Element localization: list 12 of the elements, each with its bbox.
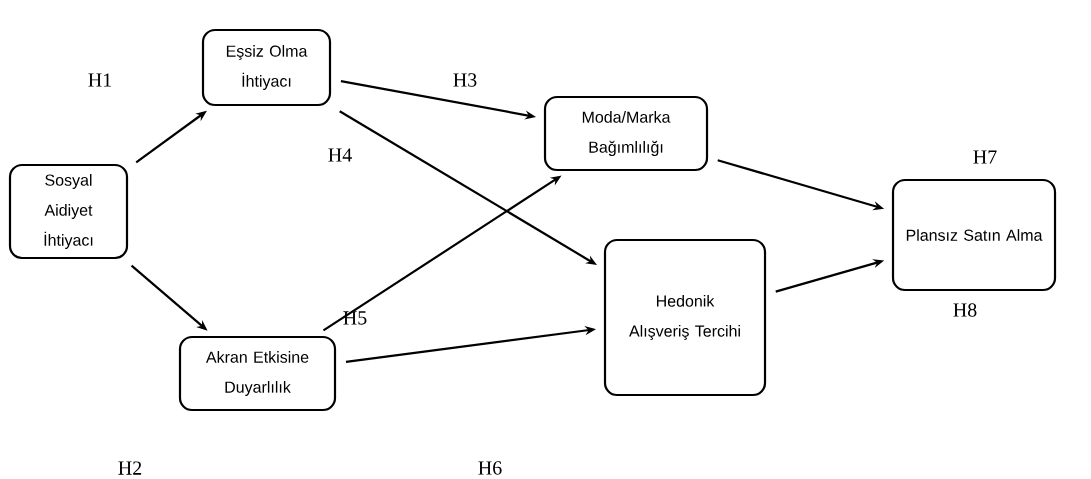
process-box: Hedonik Alışveriş Tercihi [603, 238, 767, 397]
hypothesis-label: H6 [478, 461, 502, 475]
process-box: Akran Etkisine Duyarlılık [178, 335, 337, 412]
process-box: Eşsiz Olma İhtiyacı [201, 28, 332, 107]
process-box: Plansız Satın Alma [891, 178, 1057, 292]
process-box: Sosyal Aidiyet İhtiyacı [8, 163, 129, 260]
hypothesis-label: H2 [118, 461, 142, 475]
hypothesis-label: H5 [343, 311, 367, 325]
hypothesis-label: H4 [328, 148, 352, 162]
hypothesis-label: H3 [453, 73, 477, 87]
process-box: Moda/Marka Bağımlılığı [543, 95, 709, 172]
hypothesis-label: H1 [88, 73, 111, 87]
